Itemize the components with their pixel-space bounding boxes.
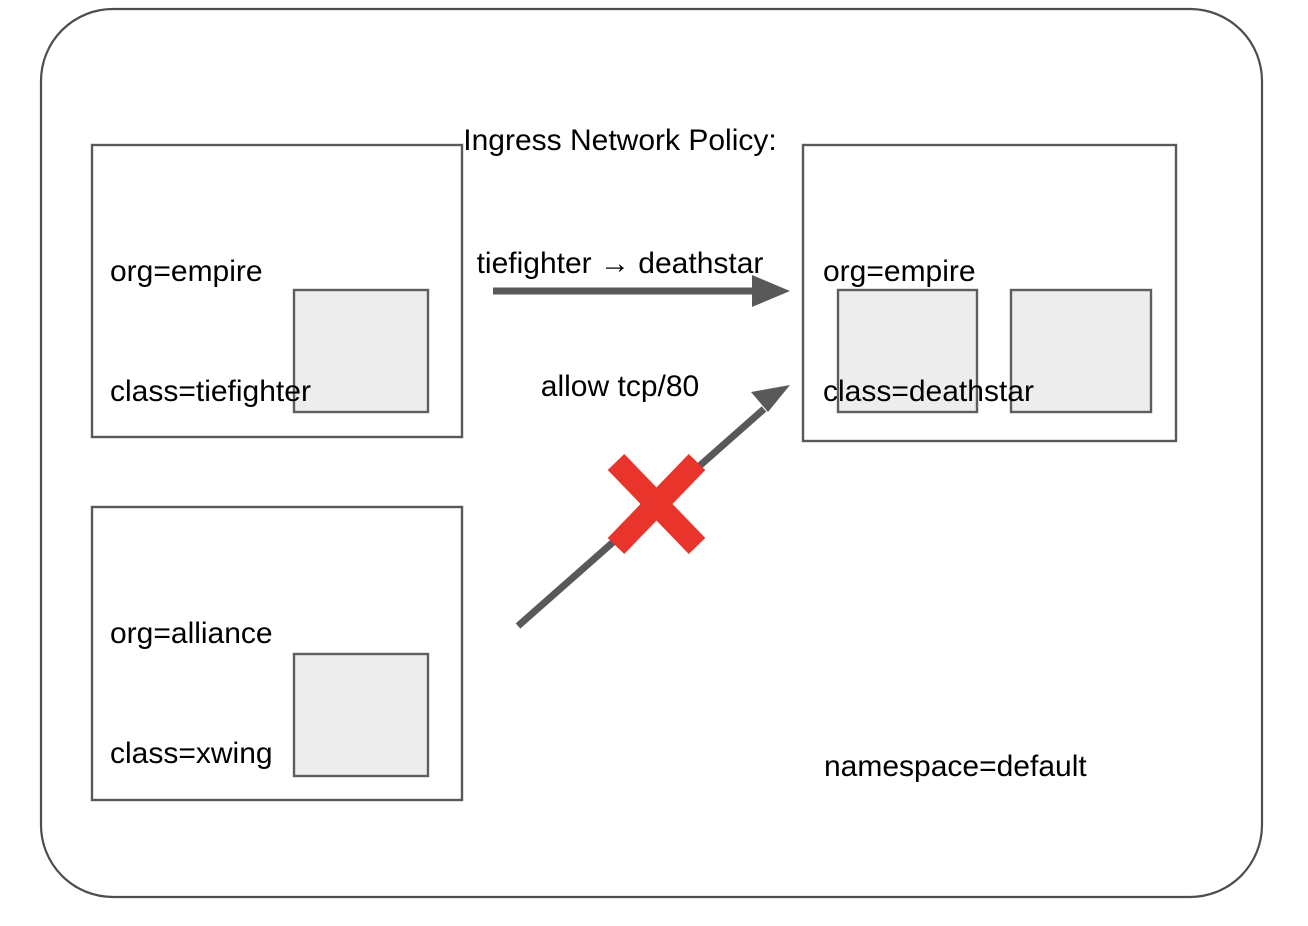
label-xwing-org: org=alliance	[110, 617, 273, 650]
pod-tiefighter-1	[292, 288, 430, 414]
policy-title-line-3: allow tcp/80	[540, 370, 700, 403]
endpoint-labels-tiefighter: org=empire class=tiefighter	[110, 172, 311, 492]
pod-xwing-1	[292, 652, 430, 778]
label-deathstar-org: org=empire	[823, 255, 976, 288]
arrow-allowed-tiefighter-to-deathstar	[493, 275, 790, 307]
pod-deathstar-2	[1009, 288, 1153, 414]
label-deathstar-class: class=deathstar	[823, 375, 1034, 408]
endpoint-labels-deathstar: org=empire class=deathstar	[823, 172, 1034, 492]
policy-title-line-2: tiefighter → deathstar	[476, 247, 764, 280]
policy-title-line-1: Ingress Network Policy:	[463, 124, 777, 157]
pod-deathstar-1	[836, 288, 979, 414]
namespace-label: namespace=default	[824, 750, 1087, 783]
label-tiefighter-org: org=empire	[110, 255, 263, 288]
endpoint-labels-xwing: org=alliance class=xwing	[110, 534, 273, 854]
label-tiefighter-class: class=tiefighter	[110, 375, 311, 408]
label-xwing-class: class=xwing	[110, 737, 273, 770]
policy-title: Ingress Network Policy: tiefighter → dea…	[0, 38, 1240, 489]
deny-cross-icon	[607, 454, 706, 554]
